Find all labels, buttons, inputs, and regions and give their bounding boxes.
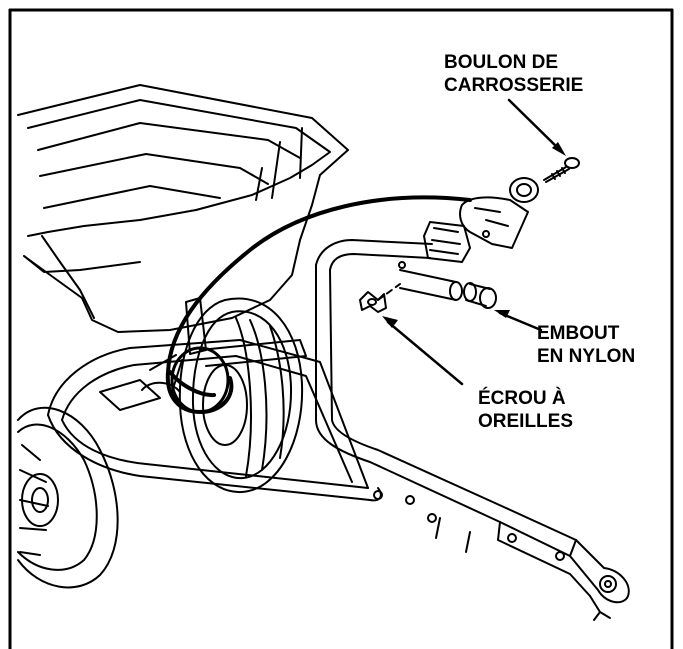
frame-tubes — [47, 297, 382, 502]
wing-nut — [359, 291, 387, 313]
leader-arrows — [386, 98, 564, 386]
wing-nut-label-line-2: OREILLES — [478, 411, 574, 432]
cable-loop — [170, 346, 230, 414]
nylon-cap — [463, 282, 497, 309]
nylon-cap-label: EMBOUT EN NYLON — [537, 322, 635, 368]
carriage-bolt — [543, 157, 580, 183]
figure-border — [8, 8, 674, 649]
arrow-heads — [382, 142, 566, 328]
tube-end — [399, 269, 463, 301]
carriage-bolt-label: BOULON DE CARROSSERIE — [444, 51, 583, 97]
hopper — [17, 84, 349, 333]
cable-clip — [423, 221, 471, 263]
right-wheel — [178, 297, 304, 494]
tow-handle — [315, 239, 630, 621]
nylon-cap-label-line-1: EMBOUT — [537, 323, 620, 344]
carriage-bolt-label-line-2: CARROSSERIE — [444, 75, 584, 96]
wing-nut-label: ÉCROU À OREILLES — [478, 387, 573, 433]
nylon-cap-label-line-2: EN NYLON — [537, 346, 636, 367]
left-wheel — [17, 406, 119, 589]
bolt-axis-line — [377, 283, 401, 301]
cable-bracket — [459, 177, 539, 249]
carriage-bolt-label-line-1: BOULON DE — [444, 52, 558, 73]
wing-nut-label-line-1: ÉCROU À — [478, 388, 566, 409]
